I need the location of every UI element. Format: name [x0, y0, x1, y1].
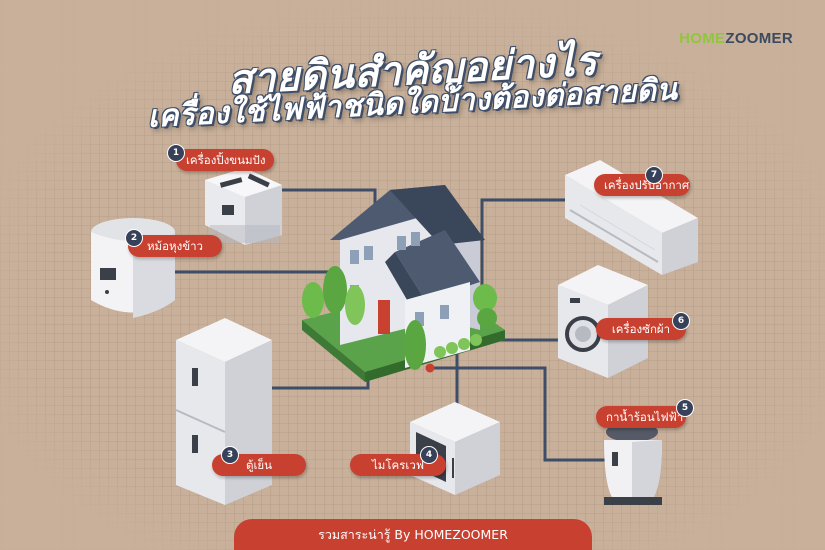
toaster-icon — [205, 168, 282, 245]
brand-logo: HOMEZOOMER — [679, 30, 793, 47]
refrigerator-icon — [175, 318, 272, 505]
wire-kettle — [430, 366, 620, 462]
badge-refrigerator: 3 — [221, 446, 239, 464]
brand-part-zoomer: ZOOMER — [725, 30, 793, 47]
label-kettle: กาน้ำร้อนไฟฟ้า — [596, 406, 686, 428]
badge-air-conditioner: 7 — [645, 166, 663, 184]
label-toaster: เครื่องปิ้งขนมปัง — [176, 149, 274, 171]
tree-icons — [302, 266, 497, 370]
badge-rice-cooker: 2 — [125, 229, 143, 247]
label-rice-cooker: หม้อหุงข้าว — [128, 235, 222, 257]
house-icon — [302, 185, 505, 382]
wire-ac — [480, 198, 578, 290]
badge-kettle: 5 — [676, 399, 694, 417]
electric-kettle-icon — [604, 422, 662, 505]
badge-microwave: 4 — [420, 446, 438, 464]
footer-banner: รวมสาระน่ารู้ By HOMEZOOMER — [234, 519, 592, 550]
label-air-conditioner: เครื่องปรับอากาศ — [594, 174, 690, 196]
label-washing-machine: เครื่องซักผ้า — [596, 318, 686, 340]
badge-washing-machine: 6 — [672, 312, 690, 330]
brand-part-home: HOME — [679, 30, 726, 47]
badge-toaster: 1 — [167, 144, 185, 162]
